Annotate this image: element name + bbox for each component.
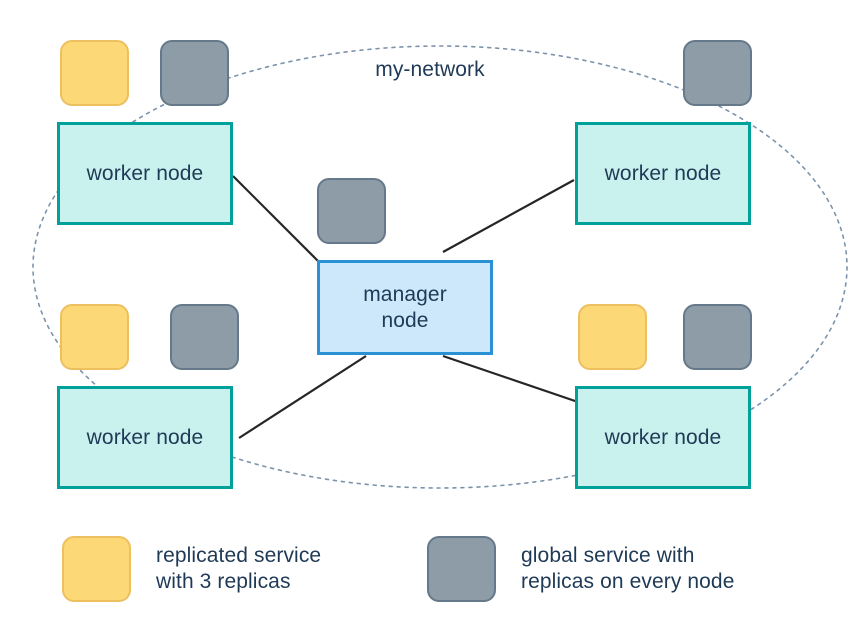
network-label: my-network	[375, 58, 485, 81]
worker-node-bottom-right-label: worker node	[604, 425, 722, 449]
manager-node-label: manager node	[363, 283, 447, 332]
worker-node-top-left-label: worker node	[86, 161, 204, 185]
global-service-chip-top-left	[160, 40, 229, 106]
legend-item-global-service: global service with replicas on every no…	[427, 536, 735, 602]
edge-worker-top-right-to-manager	[442, 179, 575, 253]
edge-worker-bottom-left-to-manager	[238, 355, 367, 439]
global-service-chip-bottom-right	[683, 304, 752, 370]
worker-node-top-right: worker node	[575, 122, 751, 225]
global-service-chip-center	[317, 178, 386, 244]
worker-node-bottom-left-label: worker node	[86, 425, 204, 449]
manager-node: manager node	[317, 260, 493, 355]
replicated-service-chip-bottom-right	[578, 304, 647, 370]
worker-node-bottom-right: worker node	[575, 386, 751, 489]
global-service-chip-top-right	[683, 40, 752, 106]
legend-item-replicated-service: replicated service with 3 replicas	[62, 536, 321, 602]
edge-worker-bottom-right-to-manager	[442, 354, 579, 404]
worker-node-top-right-label: worker node	[604, 161, 722, 185]
legend-label-global-service: global service with replicas on every no…	[521, 543, 735, 593]
edge-worker-top-left-to-manager	[232, 175, 321, 264]
replicated-service-chip-top-left	[60, 40, 129, 106]
worker-node-top-left: worker node	[57, 122, 233, 225]
legend-swatch-replicated-service	[62, 536, 131, 602]
legend-label-replicated-service: replicated service with 3 replicas	[156, 543, 322, 593]
global-service-chip-bottom-left	[170, 304, 239, 370]
replicated-service-chip-bottom-left	[60, 304, 129, 370]
legend-swatch-global-service	[427, 536, 496, 602]
worker-node-bottom-left: worker node	[57, 386, 233, 489]
